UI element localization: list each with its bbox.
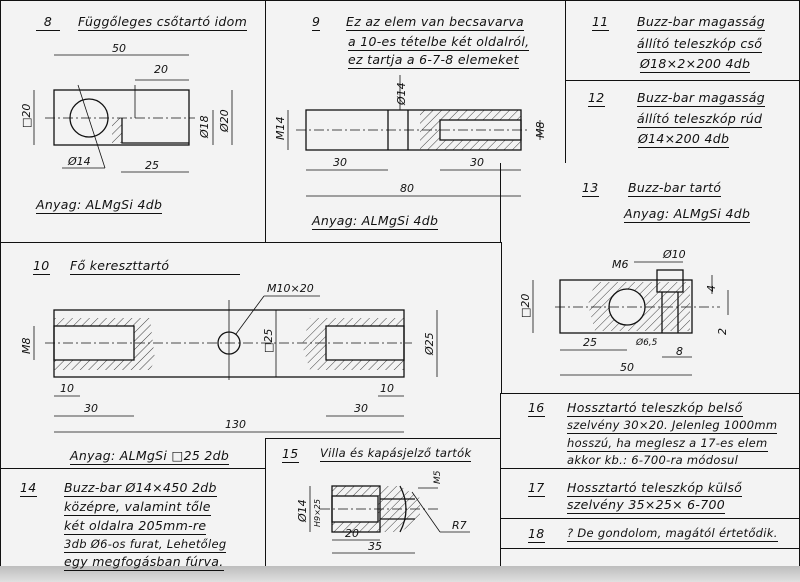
dimension-label: 30 (354, 402, 368, 415)
part-8-title: Függőleges csőtartó idom (78, 14, 248, 31)
part-13-number: 13 (582, 180, 599, 197)
part-8-material: Anyag: ALMgSi 4db (36, 197, 163, 214)
part-18-number: 18 (528, 526, 545, 543)
dimension-label: 10 (380, 382, 394, 395)
part-9-line: a 10-es tételbe két oldalról, (348, 34, 530, 51)
part-10-drawing: M10×20 M8 □25 Ø25 10 30 130 10 30 (20, 282, 438, 433)
dimension-label: 20 (154, 63, 168, 76)
part-15-number: 15 (282, 446, 299, 463)
part-12-cell (565, 80, 800, 165)
part-18-line: ? De gondolom, magától értetődik. (567, 526, 778, 542)
dimension-label: R7 (452, 519, 467, 532)
dimension-label: Ø6,5 (635, 337, 658, 348)
part-11-line: Ø18×2×200 4db (640, 56, 751, 73)
part-9-line: Ez az elem van becsavarva (346, 14, 525, 31)
dimension-label: □20 (519, 294, 532, 318)
part-10-title: Fő kereszttartó (70, 258, 240, 275)
part-11-line: Buzz-bar magasság (637, 14, 765, 31)
dimension-label: Ø14 (67, 155, 91, 168)
part-12-line: Ø14×200 4db (638, 131, 730, 148)
dimension-label: 130 (225, 418, 246, 431)
part-12-line: Buzz-bar magasság (637, 90, 765, 107)
part-12-line: állító teleszkóp rúd (637, 111, 763, 128)
part-16-line: akkor kb.: 6-700-ra módosul (567, 453, 739, 469)
dimension-label: Ø25 (423, 332, 436, 356)
dimension-label: H9×25 (313, 499, 322, 527)
part-9-number: 9 (312, 14, 321, 31)
part-17-line: szelvény 35×25× 6-700 (567, 497, 725, 514)
dimension-label: M5 (433, 470, 443, 484)
part-16-line: Hossztartó teleszkóp belső (567, 400, 743, 417)
dimension-label: 20 (345, 527, 359, 540)
part-14-number: 14 (20, 480, 37, 497)
part-12-number: 12 (588, 90, 605, 107)
part-8-cell (0, 0, 267, 244)
dimension-label: M6 (612, 258, 629, 271)
dimension-label: 2 (716, 328, 729, 335)
dimension-label: 30 (333, 156, 347, 169)
part-15-drawing: Ø14 H9×25 M5 R7 20 35 (296, 470, 470, 554)
dimension-label: 35 (368, 540, 382, 553)
part-14-line: középre, valamint tőle (64, 499, 211, 516)
dimension-label: M8 (20, 338, 33, 355)
part-16-number: 16 (528, 400, 545, 417)
part-10-number: 10 (33, 258, 50, 275)
dimension-label: Ø14 (395, 82, 408, 106)
dimension-label: 10 (60, 382, 74, 395)
part-14-line: két oldalra 205mm-re (64, 518, 207, 535)
dimension-label: 4 (705, 285, 718, 292)
part-17-number: 17 (528, 480, 545, 497)
dimension-label: 8 (676, 345, 683, 358)
part-14-cell (0, 468, 267, 568)
part-10-material: Anyag: ALMgSi □25 2db (70, 448, 230, 465)
part-17-cell (500, 468, 800, 520)
dimension-label: □20 (20, 104, 33, 128)
dimension-label: 50 (112, 42, 126, 55)
part-13-drawing: Ø10 M6 □20 4 2 25 Ø6,5 8 50 (519, 248, 729, 376)
part-8-number: 8 (36, 14, 60, 31)
part-15-title: Villa és kapásjelző tartók (320, 446, 472, 462)
dimension-label: M8 (534, 122, 547, 139)
dimension-label: □25 (262, 329, 275, 353)
part-9-line: ez tartja a 6-7-8 elemeket (348, 52, 519, 69)
dimension-label: Ø18 (198, 115, 211, 139)
dimension-label: 50 (620, 361, 634, 374)
part-17-line: Hossztartó teleszkóp külső (567, 480, 743, 497)
dimension-label: 25 (145, 159, 159, 172)
part-8-drawing: 50 20 □20 Ø18 Ø20 Ø14 25 (20, 42, 233, 173)
part-14-line: 3db Ø6-os furat, Lehetőleg (64, 537, 227, 553)
part-14-line: Buzz-bar Ø14×450 2db (64, 480, 217, 497)
part-16-line: szelvény 30×20. Jelenleg 1000mm (567, 418, 778, 434)
part-9-material: Anyag: ALMgSi 4db (312, 213, 439, 230)
part-13-material: Anyag: ALMgSi 4db (624, 206, 751, 223)
dimension-label: 80 (400, 182, 414, 195)
dimension-label: Ø20 (218, 109, 231, 133)
part-9-drawing: M14 Ø14 M8 30 30 80 (274, 75, 547, 197)
dimension-label: 30 (470, 156, 484, 169)
dimension-label: Ø10 (662, 248, 686, 261)
part-13-cell (500, 163, 800, 395)
dimension-label: 25 (583, 336, 597, 349)
part-13-title: Buzz-bar tartó (628, 180, 722, 197)
dimension-label: M14 (274, 117, 287, 141)
dimension-label: M10×20 (267, 282, 314, 295)
part-16-line: hosszú, ha meglesz a 17-es elem (567, 436, 768, 452)
dimension-label: Ø14 (296, 499, 309, 523)
part-14-line: egy megfogásban fúrva. (64, 554, 224, 571)
dimension-label: 30 (84, 402, 98, 415)
part-11-number: 11 (592, 14, 609, 31)
part-11-line: állító teleszkóp cső (637, 36, 763, 53)
